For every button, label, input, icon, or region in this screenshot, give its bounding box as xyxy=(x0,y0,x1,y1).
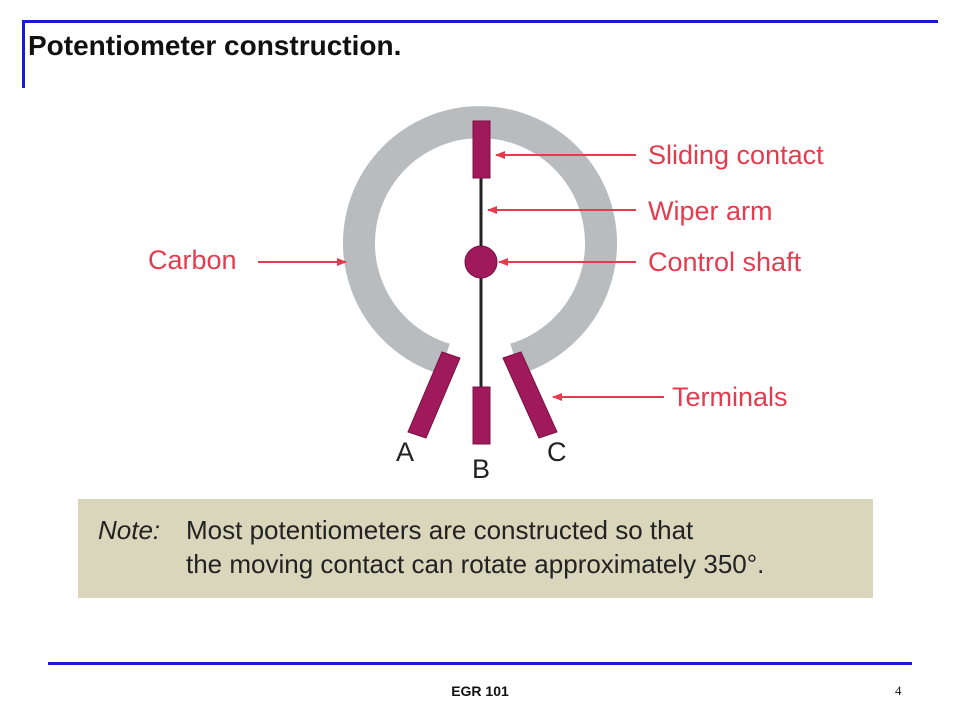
footer-text: EGR 101 xyxy=(451,683,509,699)
terminal-c xyxy=(502,351,558,439)
top-rule xyxy=(22,20,938,23)
sliding-contact xyxy=(472,120,491,179)
bottom-rule xyxy=(48,662,912,665)
wiper-arm-label: Wiper arm xyxy=(648,196,773,226)
control-shaft xyxy=(464,245,498,279)
left-rule xyxy=(22,20,25,88)
sliding-contact-label: Sliding contact xyxy=(648,140,824,170)
slide-title: Potentiometer construction. xyxy=(28,30,402,61)
control-shaft-label: Control shaft xyxy=(648,247,802,277)
carbon-label: Carbon xyxy=(148,245,237,275)
terminal-a-label: A xyxy=(396,437,414,467)
note-line-1: Most potentiometers are constructed so t… xyxy=(186,515,694,545)
terminal-b-label: B xyxy=(472,454,490,484)
page-number: 4 xyxy=(895,683,902,698)
note-label: Note: xyxy=(98,515,161,545)
terminal-b xyxy=(472,386,491,445)
terminal-a xyxy=(407,351,461,439)
note-line-2: the moving contact can rotate approximat… xyxy=(186,549,765,579)
terminals-label: Terminals xyxy=(672,382,788,412)
note-box: Note: Most potentiometers are constructe… xyxy=(78,499,873,598)
potentiometer-diagram: Sliding contact Wiper arm Control shaft … xyxy=(148,106,824,484)
terminal-c-label: C xyxy=(547,437,567,467)
